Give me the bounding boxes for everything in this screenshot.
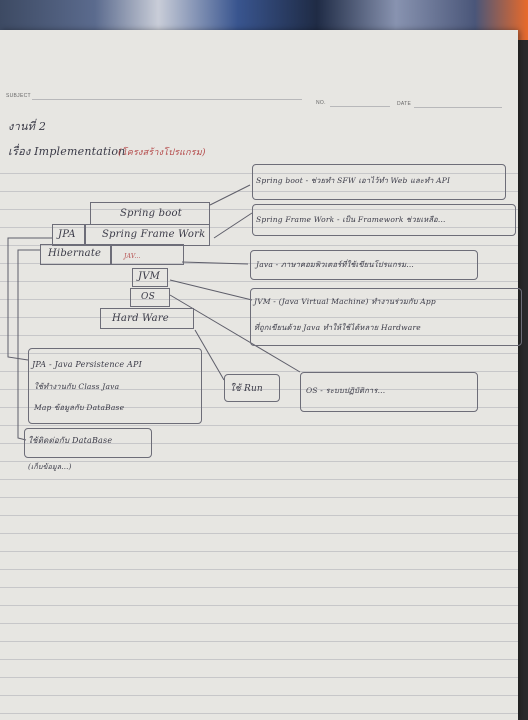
os-note-box [300, 372, 478, 412]
spring-framework-label: Spring Frame Work [102, 229, 206, 240]
assignment-heading: งานที่ 2 [8, 120, 47, 133]
spring-boot-note-box [252, 164, 506, 200]
jpa-divider [84, 224, 86, 246]
spring-boot-label: Spring boot [120, 208, 182, 219]
hibernate-divider [110, 244, 112, 265]
hardware-box [100, 308, 194, 329]
notebook-page [0, 30, 518, 720]
os-note: OS - ระบบปฏิบัติการ... [306, 386, 386, 395]
database-note-line2: (เก็บข้อมูล...) [28, 463, 72, 471]
date-label: DATE [397, 101, 412, 107]
jpa-note-line2: ใช้ทำงานกับ Class Java [34, 382, 120, 391]
spring-framework-note-box [252, 204, 516, 236]
spring-framework-note: Spring Frame Work - เป็น Framework ช่วยเ… [256, 215, 446, 224]
os-label: OS [141, 292, 155, 302]
hibernate-label: Hibernate [48, 248, 102, 259]
jvm-label: JVM [138, 271, 161, 282]
spring-boot-note: Spring boot - ช่วยทำ SFW เอาไว้ทำ Web แล… [256, 176, 451, 185]
os-box [130, 288, 170, 307]
java-note-box [250, 250, 478, 280]
jpa-note-line1: JPA - Java Persistence API [32, 360, 142, 369]
run-note-box [224, 374, 280, 402]
jpa-note-line3: Map ข้อมูลกับ DataBase [34, 403, 125, 412]
spring-framework-box [52, 224, 210, 246]
database-note-box [24, 428, 152, 458]
jvm-box [132, 268, 168, 287]
hardware-label: Hard Ware [112, 313, 169, 324]
subject-line [32, 99, 302, 100]
jvm-note-line1: JVM - (Java Virtual Machine) ทำงานร่วมกั… [254, 297, 436, 306]
java-note: Java - ภาษาคอมพิวเตอร์ที่ใช้เขียนโปรแกรม… [256, 260, 415, 269]
subject-label: SUBJECT [6, 93, 31, 99]
database-note-line1: ใช้ติดต่อกับ DataBase [28, 436, 113, 445]
date-line [414, 107, 502, 108]
jpa-note-box [28, 348, 202, 424]
topic-note: (โครงสร้างโปรแกรม) [118, 148, 206, 158]
run-note: ใช้ Run [230, 384, 263, 394]
no-label: NO. [316, 100, 326, 106]
hibernate-box [40, 244, 184, 265]
no-line [330, 106, 390, 107]
java-label: JAV... [124, 253, 141, 260]
topic-label: เรื่อง Implementation [8, 145, 126, 158]
jpa-label: JPA [58, 229, 76, 240]
jvm-note-line2: ที่ถูกเขียนด้วย Java ทำให้ใช้ได้หลาย Har… [254, 323, 421, 332]
jvm-note-box [250, 288, 522, 346]
